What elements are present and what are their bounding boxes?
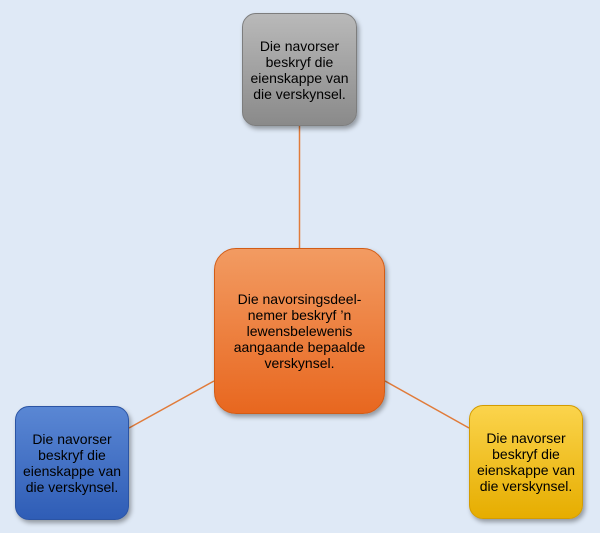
node-left-text: Die navorser beskryf die eienskappe van …	[22, 431, 122, 495]
connector-right	[384, 380, 470, 429]
node-right-text: Die navorser beskryf die eienskappe van …	[476, 430, 576, 494]
node-top-text: Die navorser beskryf die eienskappe van …	[250, 37, 349, 102]
node-left: Die navorser beskryf die eienskappe van …	[15, 406, 129, 520]
node-center-text: Die navorsingsdeel-nemer beskryf ’n lewe…	[233, 291, 366, 371]
node-center: Die navorsingsdeel-nemer beskryf ’n lewe…	[214, 248, 385, 414]
node-top: Die navorser beskryf die eienskappe van …	[242, 13, 357, 126]
node-right: Die navorser beskryf die eienskappe van …	[469, 405, 583, 519]
connector-left	[128, 380, 215, 429]
